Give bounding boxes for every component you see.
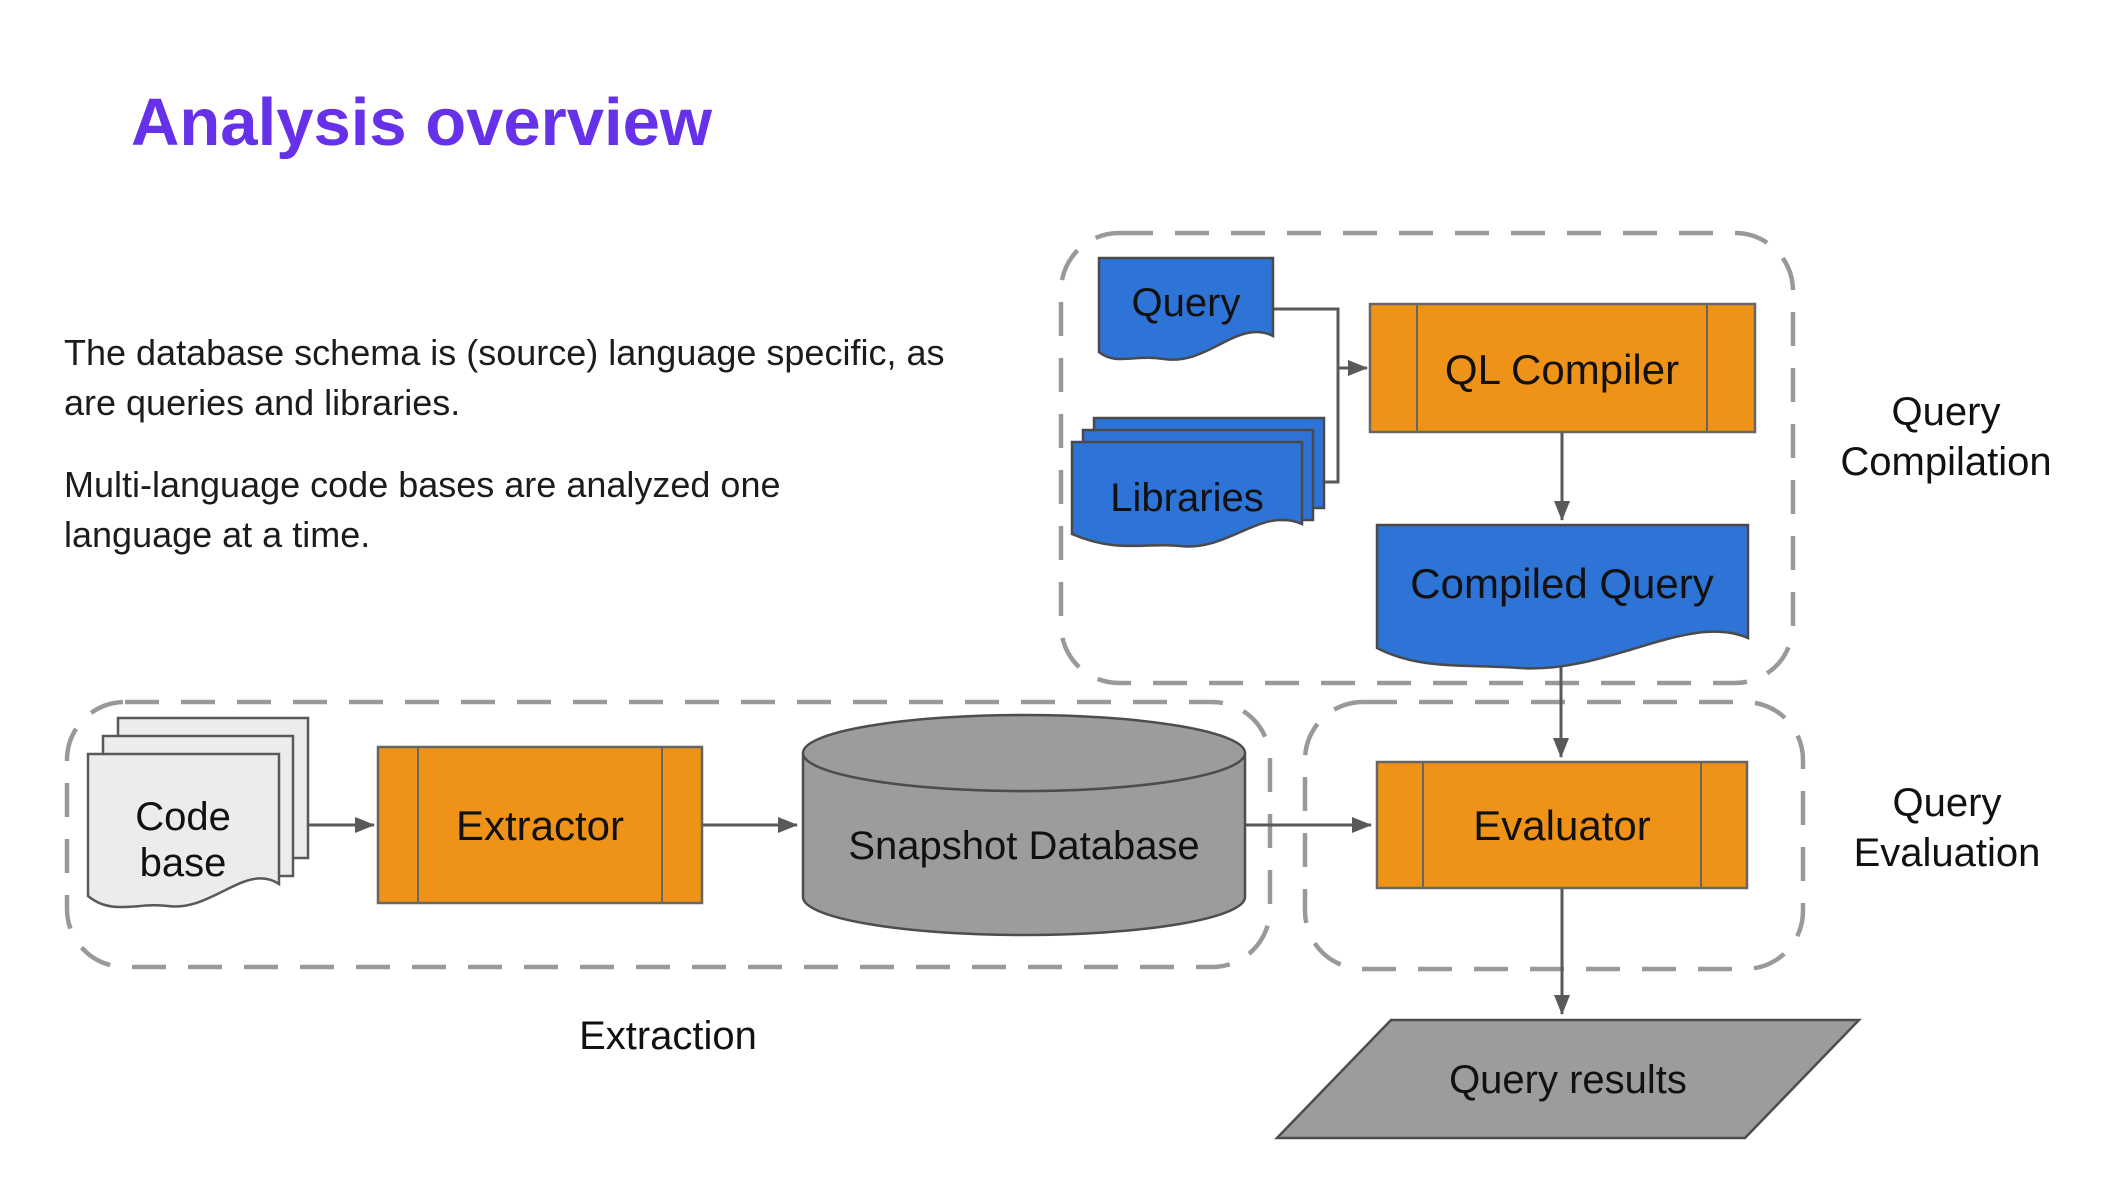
query-compilation-group-label: Query Compilation — [1840, 387, 2051, 487]
extractor-label: Extractor — [455, 802, 625, 849]
compiled-query-label: Compiled Query — [1410, 560, 1714, 607]
process-box — [376, 745, 704, 905]
body-text: The database schema is (source) language… — [64, 328, 944, 592]
document-icon — [1070, 440, 1304, 548]
page-title: Analysis overview — [131, 85, 712, 160]
evaluator-process-shape — [1375, 760, 1749, 890]
code-base-label: Code base — [135, 794, 231, 886]
snapshot-database-label: Snapshot Database — [848, 824, 1200, 868]
compiled-query-document-shape — [1375, 523, 1750, 670]
cylinder-top — [801, 713, 1247, 793]
group-label-line: Compilation — [1840, 440, 2052, 484]
process-box — [1368, 302, 1757, 434]
paragraph: Multi-language code bases are analyzed o… — [64, 460, 944, 560]
paragraph-line: The database schema is (source) language… — [64, 332, 945, 373]
code-base-label-line: Code — [135, 795, 231, 839]
query-document-shape — [1097, 256, 1275, 361]
document-icon — [1097, 256, 1275, 361]
parallelogram-icon — [1274, 1018, 1862, 1140]
ql-compiler-label: QL Compiler — [1444, 346, 1680, 393]
query-results-parallelogram-shape — [1274, 1018, 1862, 1140]
ql-compiler-process-shape — [1368, 302, 1757, 434]
code-base-stack-shape — [86, 716, 310, 909]
query-evaluation-group-label: Query Evaluation — [1854, 778, 2041, 878]
group-label-line: Query — [1892, 781, 2002, 825]
edge-query-to-qlcompiler — [1273, 307, 1368, 376]
libraries-label: Libraries — [1110, 476, 1264, 520]
document-icon — [1375, 523, 1750, 670]
edge-libraries-to-qlcompiler — [1325, 368, 1340, 484]
query-label: Query — [1131, 281, 1241, 325]
document-icon — [86, 752, 281, 909]
paragraph-line: language at a time. — [64, 514, 371, 555]
query-evaluation-group-box — [1302, 699, 1806, 972]
query-results-label: Query results — [1449, 1058, 1687, 1102]
paragraph-line: Multi-language code bases are analyzed o… — [64, 464, 781, 505]
extractor-process-shape — [376, 745, 704, 905]
extraction-group-label: Extraction — [579, 1014, 757, 1058]
libraries-stack-shape — [1070, 416, 1326, 548]
process-box — [1375, 760, 1749, 890]
evaluator-label: Evaluator — [1473, 802, 1651, 849]
code-base-label-line: base — [139, 841, 227, 885]
query-compilation-group-box — [1058, 230, 1796, 686]
extraction-group-box — [64, 699, 1273, 970]
connectors — [308, 307, 1570, 1015]
paragraph-line: are queries and libraries. — [64, 382, 461, 423]
group-label-line: Evaluation — [1853, 831, 2041, 875]
group-label-line: Query — [1891, 390, 2001, 434]
paragraph: The database schema is (source) language… — [64, 328, 944, 428]
snapshot-database-cylinder-shape — [801, 713, 1247, 937]
